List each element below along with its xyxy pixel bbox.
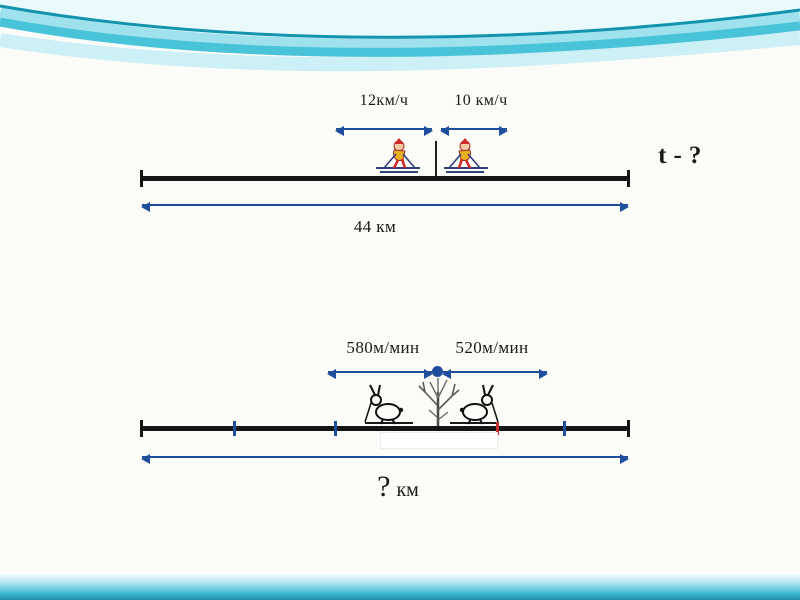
question-mark: ? [377,470,391,503]
total-distance-arrow [141,454,629,464]
speed-label-right: 10 км/ч [454,92,508,109]
clipart-background-box [380,432,498,449]
meeting-point-dot [432,366,443,377]
red-segment-tick [496,422,499,435]
speed-label-left: 580м/мин [346,338,420,357]
speed-label-right: 520м/мин [455,338,529,357]
meeting-point-divider [435,141,437,178]
distance-label: 44 км [353,217,397,236]
distance-question-label: ? км [338,470,458,504]
skier-icon [444,138,488,173]
decorative-footer-bar [0,574,800,600]
direction-arrow-left [327,369,433,379]
segment-tick [563,421,566,436]
segment-tick [334,421,337,436]
segment-tick [233,421,236,436]
bare-tree-icon [418,378,460,429]
direction-arrow-right [440,126,508,136]
distance-unit: км [396,479,419,501]
decorative-wave-header [0,0,800,72]
skier-icon [376,138,420,173]
hare-skier-icon [450,384,500,428]
route-line [140,170,630,187]
route-line [140,420,630,437]
direction-arrow-left [335,126,433,136]
direction-arrow-right [442,369,548,379]
total-distance-arrow [141,202,629,212]
time-question-label: t - ? [658,142,702,169]
speed-label-left: 12км/ч [359,92,409,109]
